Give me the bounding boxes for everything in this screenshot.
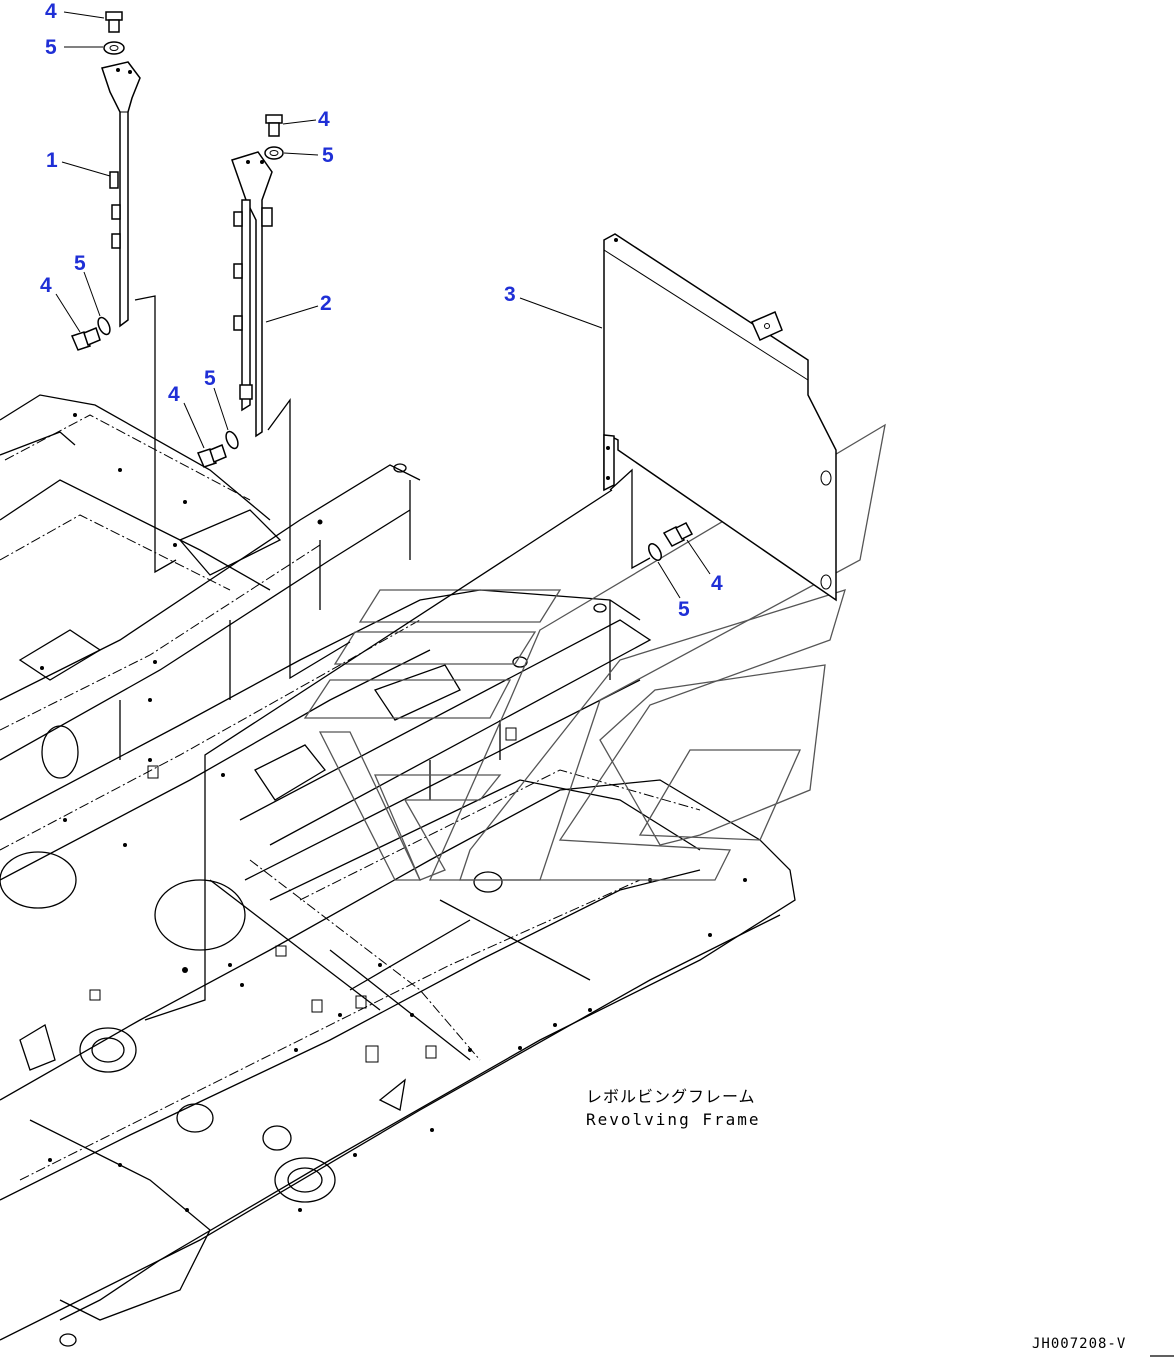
callout-washer-left: 5 (74, 252, 86, 275)
callout-part-1: 1 (46, 149, 58, 172)
washer-icon (225, 430, 239, 450)
bolt-icon (105, 11, 123, 33)
bolt-icon (662, 522, 694, 547)
bolt-icon (196, 443, 227, 468)
assembly-guide-lines (134, 295, 651, 1021)
callout-bolt-center: 4 (168, 383, 180, 406)
drawing-code: JH007208-V (1032, 1336, 1126, 1352)
fasteners (70, 11, 694, 561)
part-3-cover (603, 233, 837, 602)
callout-washer-right: 5 (678, 598, 690, 621)
washer-icon (648, 543, 662, 561)
bolt-icon (70, 326, 101, 351)
revolving-frame-drawing (0, 394, 796, 1347)
callout-part-2: 2 (320, 292, 332, 315)
callout-bolt-center-top: 4 (318, 108, 330, 131)
callout-bolt-top-left: 4 (45, 0, 57, 23)
part-1-bracket (101, 61, 141, 328)
washer-icon (103, 41, 125, 55)
callout-bolt-right: 4 (711, 572, 723, 595)
callout-part-3: 3 (504, 283, 516, 306)
callout-numbers: 4 5 1 5 4 4 5 2 5 4 3 4 5 (40, 0, 723, 621)
callout-washer-top-left: 5 (45, 36, 57, 59)
callout-bolt-left: 4 (40, 274, 52, 297)
callout-leaders (55, 11, 711, 599)
frame-label-japanese: レボルビングフレーム (586, 1087, 756, 1106)
part-2-bracket (231, 151, 273, 438)
callout-washer-center: 5 (204, 367, 216, 390)
frame-label-english: Revolving Frame (586, 1110, 761, 1129)
watermark-logo (303, 423, 886, 881)
washer-icon (264, 146, 284, 160)
callout-washer-center-top: 5 (322, 144, 334, 167)
bolt-icon (265, 114, 283, 137)
washer-icon (97, 316, 111, 336)
